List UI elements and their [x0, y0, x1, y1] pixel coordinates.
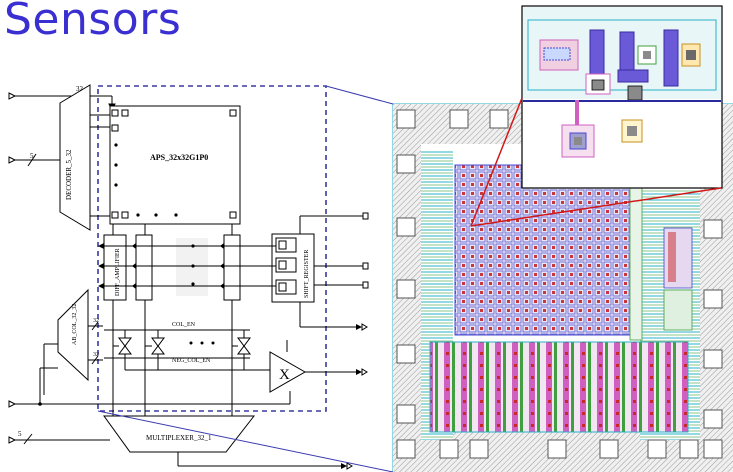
multiplier-label: X: [279, 367, 290, 383]
zoom-inset: [522, 6, 722, 188]
col-en-label: COL_EN: [172, 322, 196, 328]
shift-register-label: SHIFT_REGISTER: [304, 250, 310, 298]
diff-amp-label: DIFF_AMPLIFIER: [115, 248, 121, 296]
neg-col-en-label: NEG_COL_EN: [172, 358, 211, 364]
bus-width-mux-in: 32: [93, 352, 99, 358]
aps-array: [110, 106, 240, 224]
schematic: 32 DECODER_5_32 5 APS_32x32G1P0: [9, 85, 368, 469]
multiplexer-label: MULTIPLEXER_32_1: [146, 434, 212, 442]
ab-label: AB_COL_32_32: [72, 304, 78, 345]
layout-column-circuits: [430, 342, 688, 432]
decoder-label: DECODER_5_32: [65, 149, 73, 200]
bus-width-ab: 32: [93, 318, 99, 324]
bus-width-decoder: 5: [30, 152, 34, 160]
layout-pixel-array: [455, 165, 635, 335]
aps-label: APS_32x32G1P0: [150, 153, 208, 162]
bus-width-bottom: 5: [18, 430, 22, 438]
